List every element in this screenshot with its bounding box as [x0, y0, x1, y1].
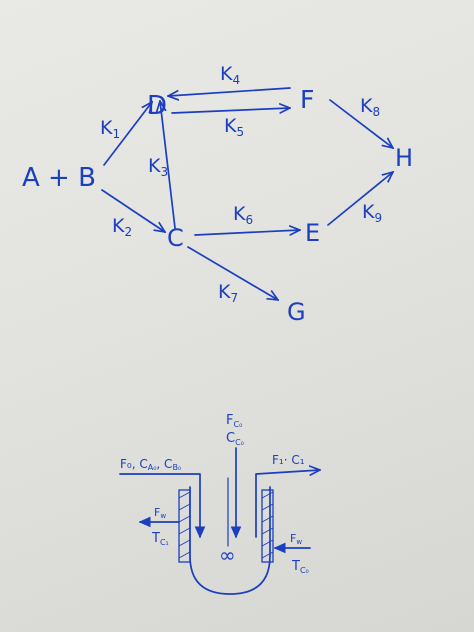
arrow-c-to-d — [160, 101, 176, 229]
feed-ab-line — [119, 473, 200, 537]
outlet-label: F₁· C₁ — [272, 453, 305, 467]
jacket-hatching — [178, 491, 274, 559]
species-h: H — [395, 144, 413, 172]
reactor-vessel — [189, 486, 271, 595]
arrow-e-to-h — [327, 172, 393, 226]
label-k4: K4 — [220, 63, 240, 87]
jacket-right — [261, 489, 274, 563]
label-k6: K6 — [233, 203, 253, 227]
label-k2: K2 — [112, 215, 132, 239]
reactor-sketch: ∞ F₀, CA₀, CB₀ FC₀ CC₀ F₁· C₁ Fw TC₁ Fw … — [119, 413, 320, 595]
label-k8: K8 — [360, 95, 380, 119]
coolant-out-flow-label: Fw — [154, 506, 166, 520]
label-k5: K5 — [224, 115, 244, 139]
stirrer-impeller: ∞ — [219, 543, 236, 567]
arrow-f-to-d — [168, 87, 291, 96]
coolant-in-flow-label: Fw — [290, 532, 302, 546]
species-reactants: A + B — [22, 163, 96, 193]
arrow-f-to-h — [329, 99, 393, 148]
arrow-c-to-e — [194, 230, 300, 235]
arrow-d-to-f — [171, 108, 290, 113]
feed-ab-label: F₀, CA₀, CB₀ — [120, 457, 181, 472]
label-k9: K9 — [362, 201, 382, 225]
outlet-line — [255, 470, 320, 538]
species-e: E — [305, 219, 320, 247]
species-c: C — [167, 224, 184, 252]
coolant-out-temp-label: TC₁ — [151, 531, 169, 547]
species-g: G — [287, 298, 306, 326]
feed-c-flow-label: FC₀ — [226, 413, 242, 429]
feed-c-conc-label: CC₀ — [226, 431, 244, 447]
arrow-ab-to-c — [101, 189, 165, 232]
species-f: F — [300, 85, 314, 114]
coolant-in-temp-label: TC₀ — [291, 559, 309, 575]
label-k3: K3 — [148, 155, 168, 179]
label-k7: K7 — [218, 281, 238, 305]
jacket-left — [178, 489, 191, 563]
label-k1: K1 — [100, 117, 120, 141]
arrow-c-to-g — [187, 246, 278, 300]
arrow-ab-to-d — [103, 102, 152, 166]
reaction-network: A + B D C F E G H K1 K2 K3 K4 K5 K6 K7 K… — [22, 63, 413, 326]
